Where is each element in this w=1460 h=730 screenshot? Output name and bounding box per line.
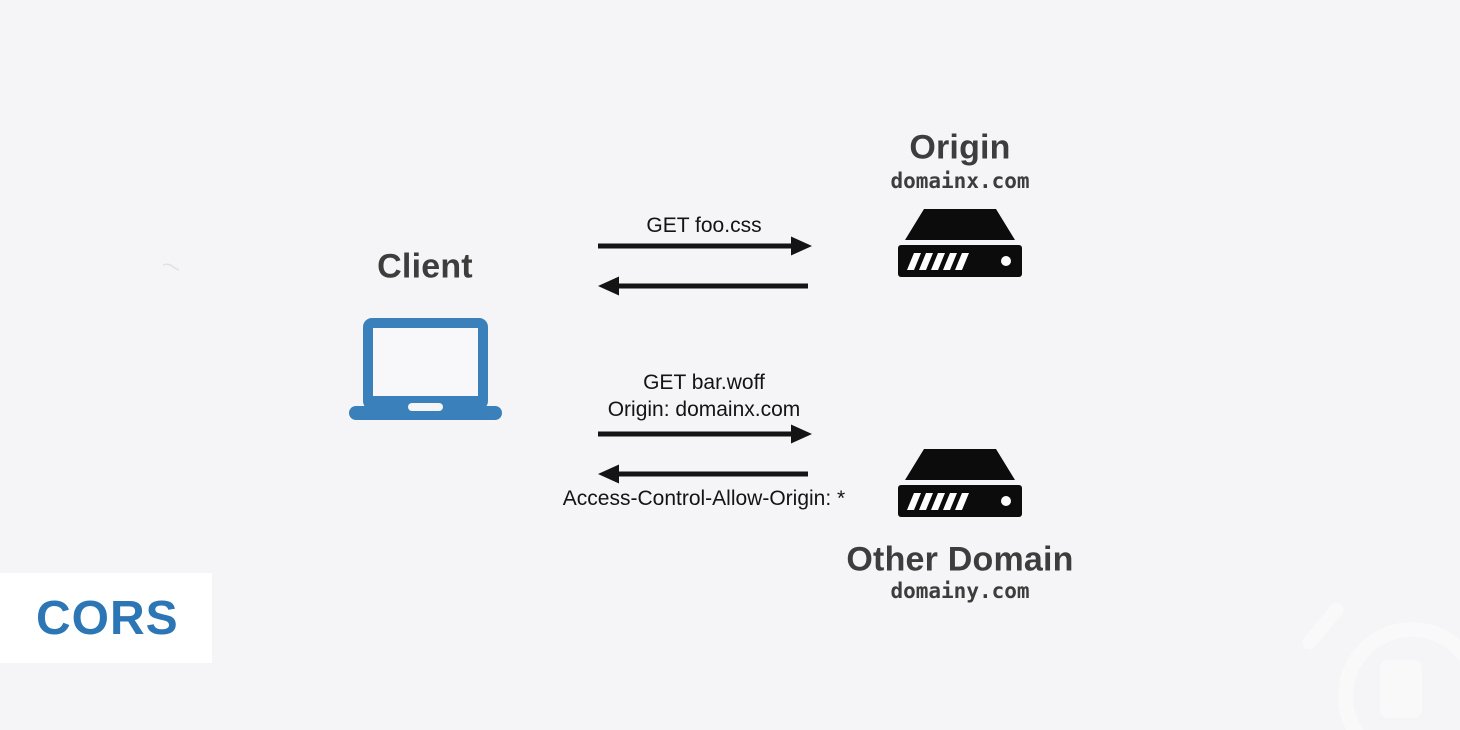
cors-badge-label: CORS [36, 591, 179, 645]
server-icon [898, 449, 1022, 517]
request-other-text-line1: GET bar.woff [643, 371, 765, 394]
response-other-text: Access-Control-Allow-Origin: * [562, 487, 846, 510]
other-domain-title: Other Domain [846, 540, 1074, 579]
request-origin-text: GET foo.css [646, 214, 762, 237]
origin-domain: domainx.com [890, 169, 1030, 193]
other-domain-domain: domainy.com [890, 579, 1030, 603]
client-label: Client [377, 247, 473, 286]
arrow-right-icon [598, 236, 812, 256]
arrow-left-icon [598, 276, 808, 296]
server-icon [898, 209, 1022, 277]
request-other-text-line2: Origin: domainx.com [607, 398, 801, 421]
origin-title: Origin [909, 128, 1011, 167]
laptop-icon [349, 318, 502, 420]
smudge-mark [162, 263, 180, 271]
cors-badge-panel: CORS [0, 573, 212, 663]
arrow-right-icon [598, 424, 812, 444]
watermark-logo-icon [1299, 592, 1460, 730]
arrow-left-icon [598, 464, 808, 484]
